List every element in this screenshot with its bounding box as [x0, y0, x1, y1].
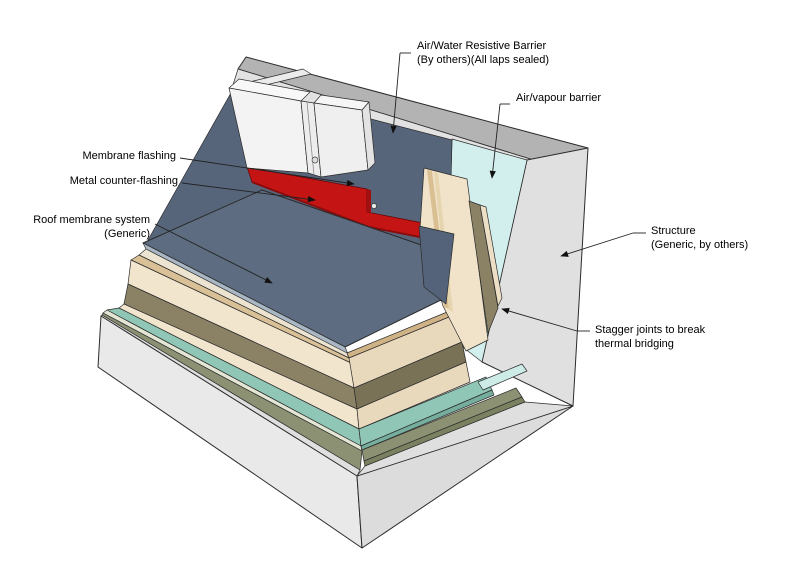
label-structure-line1: Structure — [651, 225, 696, 237]
label-roof-membrane-system: Roof membrane system (Generic) — [28, 214, 150, 241]
flashing-screw — [371, 203, 377, 209]
leader-roof-membrane — [154, 223, 273, 284]
leader-metal-counter-flashing — [181, 182, 316, 203]
label-stagger-line1: Stagger joints to break — [595, 324, 706, 336]
leader-membrane-flashing — [179, 157, 355, 187]
label-stagger-line2: thermal bridging — [595, 337, 674, 350]
label-roof-membrane-line1: Roof membrane system — [33, 214, 150, 226]
label-awb-line2: (By others)(All laps sealed) — [417, 53, 550, 66]
label-structure: Structure (Generic, by others) — [651, 225, 748, 252]
leader-stagger-arrow — [501, 307, 578, 332]
counter-flashing-drop-face — [367, 189, 371, 213]
membrane-upstand-right-wall — [418, 225, 455, 305]
teal-riser-se — [360, 389, 495, 451]
label-metal-counter-flashing: Metal counter-flashing — [69, 175, 178, 187]
wall-board-outer-sliver — [479, 204, 503, 307]
girt-joint-line — [306, 101, 315, 176]
leader-structure-arrow — [560, 232, 634, 257]
slab-ledge-se — [356, 401, 574, 477]
cladding-block-end — [361, 101, 376, 171]
label-roof-membrane-line2: (Generic) — [104, 227, 150, 240]
leader-avb-arrow — [489, 103, 501, 179]
label-structure-line2: (Generic, by others) — [651, 238, 749, 251]
label-awb-line1: Air/Water Resistive Barrier — [417, 40, 547, 52]
label-membrane-flashing: Membrane flashing — [82, 150, 176, 162]
label-air-vapour-barrier: Air/vapour barrier — [516, 92, 601, 104]
leader-awb-arrow — [390, 52, 401, 134]
girt-screw — [311, 156, 319, 164]
avb-wrap-strip — [477, 363, 528, 391]
label-stagger-joints: Stagger joints to break thermal bridging — [595, 324, 705, 351]
label-air-water-resistive-barrier: Air/Water Resistive Barrier (By others)(… — [417, 40, 549, 67]
insulation-cream-se-2 — [356, 361, 471, 430]
stagger-joint-olive-strip — [468, 200, 499, 334]
cladding-block-face — [313, 102, 369, 178]
